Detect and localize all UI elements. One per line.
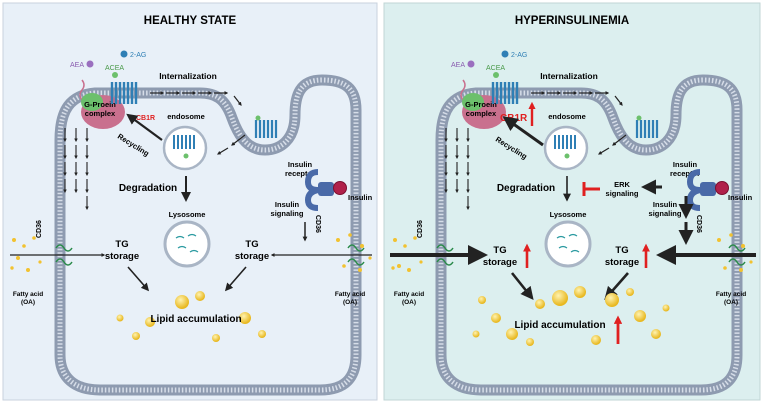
fatty-acid-left-label-1: Fatty acid	[13, 291, 43, 298]
cb1r-label: CB1R	[136, 115, 155, 122]
2ag-dot	[120, 50, 128, 58]
lipid-accumulation-label: Lipid accumulation	[150, 314, 241, 325]
cd36-left-label: CD36	[417, 220, 424, 238]
lysosome-label: Lysosome	[550, 210, 587, 219]
insulin-receptor-label-2: receptor	[670, 169, 700, 178]
fatty-acid-right-label-2: (OA)	[724, 299, 738, 306]
erk-label-2: signaling	[606, 189, 639, 198]
tg-right-label-1: TG	[245, 239, 258, 250]
insulin-receptor-label-2: receptor	[285, 169, 315, 178]
insulin-molecule	[715, 181, 729, 195]
lipid-anchor-icon	[460, 79, 466, 101]
cd36-right-label: CD36	[695, 215, 702, 233]
insulin-signaling-label-1: Insulin	[653, 200, 678, 209]
2ag-label: 2-AG	[130, 52, 146, 59]
fatty-acid-dots-right	[336, 233, 372, 272]
fatty-acid-right-label-1: Fatty acid	[716, 291, 746, 298]
insulin-receptor-label-1: Insulin	[673, 160, 698, 169]
lipid-droplets	[472, 286, 670, 346]
insulin-receptor-label-1: Insulin	[288, 160, 313, 169]
cd36-left-icon	[436, 244, 454, 252]
tg-left-label-2: storage	[105, 251, 139, 262]
g-protein-label-1: G-Proein	[84, 100, 116, 109]
endosome-receptor-icon	[554, 135, 576, 149]
g-protein-label-2: complex	[85, 109, 116, 118]
panel-title: HYPERINSULINEMIA	[515, 15, 629, 27]
g-protein-label-2: complex	[466, 109, 497, 118]
fatty-acid-right-label-1: Fatty acid	[335, 291, 365, 298]
insulin-signaling-label-2: signaling	[271, 209, 304, 218]
tg-left-label-2: storage	[483, 257, 517, 268]
acea-dot	[112, 72, 118, 78]
fatty-acid-left-label-2: (OA)	[21, 299, 35, 306]
recycling-arrow	[126, 113, 163, 141]
cb1r-label: CB1R	[500, 113, 528, 124]
internalization-arrows	[531, 91, 623, 106]
lipid-accumulation-label: Lipid accumulation	[514, 320, 605, 331]
cd36-right-label: CD36	[314, 215, 321, 233]
signal-arrows	[444, 128, 470, 211]
fatty-acid-left-label-1: Fatty acid	[394, 291, 424, 298]
aea-dot	[86, 60, 94, 68]
acea-dot	[493, 72, 499, 78]
acea-label: ACEA	[486, 65, 505, 72]
insulin-receptor-icon	[686, 169, 716, 211]
internalization-label: Internalization	[540, 71, 598, 81]
degradation-label: Degradation	[119, 183, 177, 194]
panel-title: HEALTHY STATE	[144, 15, 237, 27]
g-protein-label-1: G-Proein	[465, 100, 497, 109]
fatty-acid-right-label-2: (OA)	[343, 299, 357, 306]
cd36-left-icon	[55, 244, 73, 252]
insulin-receptor-icon	[304, 169, 334, 211]
recycling-arrow	[502, 116, 544, 147]
inhibition-marker	[582, 182, 600, 196]
endosome-label: endosome	[548, 112, 586, 121]
acea-label: ACEA	[105, 65, 124, 72]
fatty-acid-dots-left	[10, 236, 42, 272]
tg-left-label-1: TG	[115, 239, 128, 250]
cb1r-receptor-icon	[110, 82, 138, 104]
tg-right-label-1: TG	[615, 245, 628, 256]
endosome-receptor-icon	[173, 135, 195, 149]
2ag-dot	[501, 50, 509, 58]
cd36-right-icon	[347, 244, 365, 252]
lysosome	[544, 220, 592, 268]
insulin-signaling-label-2: signaling	[649, 209, 682, 218]
2ag-label: 2-AG	[511, 52, 527, 59]
tg-right-label-2: storage	[605, 257, 639, 268]
fatty-acid-dots-left	[391, 236, 423, 272]
aea-label: AEA	[70, 62, 84, 69]
healthy-diagram: HEALTHY STATE AEA 2-AG ACEA G-Proein com…	[10, 15, 373, 396]
internalized-receptor-icon	[254, 120, 278, 138]
fatty-acid-left-label-2: (OA)	[402, 299, 416, 306]
degradation-label: Degradation	[497, 183, 555, 194]
lysosome	[163, 220, 211, 268]
fatty-acid-dots-right	[717, 233, 753, 272]
cd36-left-label: CD36	[36, 220, 43, 238]
internalization-label: Internalization	[159, 71, 217, 81]
lipid-anchor-icon	[79, 79, 85, 101]
insulin-molecule	[333, 181, 347, 195]
hyperinsulinemia-diagram: HYPERINSULINEMIA AEA 2-AG ACEA G-Proein …	[390, 15, 756, 396]
cb1r-receptor-icon	[491, 82, 519, 104]
tg-left-label-1: TG	[493, 245, 506, 256]
aea-dot	[467, 60, 475, 68]
insulin-label: Insulin	[348, 193, 373, 202]
cd36-right-icon	[728, 244, 746, 252]
aea-label: AEA	[451, 62, 465, 69]
endosome-label: endosome	[167, 112, 205, 121]
signal-arrows	[63, 128, 89, 211]
erk-label-1: ERK	[614, 180, 630, 189]
lipid-droplets	[116, 291, 266, 342]
internalization-arrows	[150, 91, 242, 106]
internalized-receptor-icon	[635, 120, 659, 138]
lysosome-label: Lysosome	[169, 210, 206, 219]
hyperinsulinemia-panel	[383, 2, 761, 401]
insulin-signaling-label-1: Insulin	[275, 200, 300, 209]
insulin-label: Insulin	[728, 193, 753, 202]
tg-right-label-2: storage	[235, 251, 269, 262]
